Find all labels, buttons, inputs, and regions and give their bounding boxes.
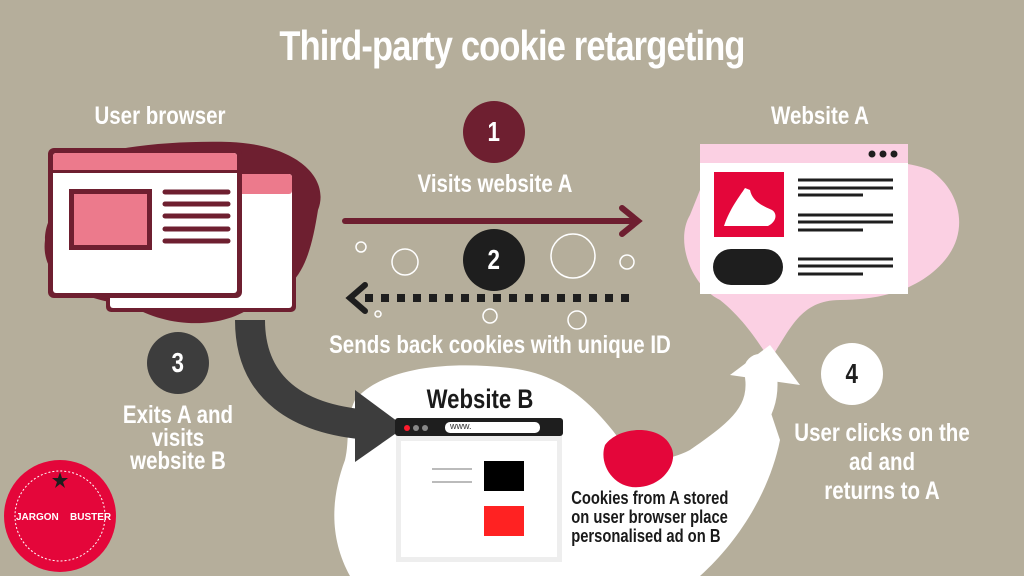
cookie-icons xyxy=(355,233,635,330)
step-3-badge: 3 xyxy=(147,332,209,394)
website-a-window xyxy=(700,144,908,294)
arrow-cookies-return xyxy=(345,282,629,314)
website-b-window xyxy=(395,418,563,562)
step-4-badge: 4 xyxy=(821,343,883,405)
step-1-badge: 1 xyxy=(463,101,525,163)
arrow-visit-website-a xyxy=(342,205,643,237)
step-1-text: Visits website A xyxy=(417,170,573,198)
step-2-text: Sends back cookies with unique ID xyxy=(329,331,671,359)
website-b-label: Website B xyxy=(426,384,534,414)
website-a-label: Website A xyxy=(771,102,869,130)
page-title: Third-party cookie retargeting xyxy=(279,22,745,69)
ad-sneaker-blob xyxy=(603,430,674,488)
browser-window-front xyxy=(48,148,242,298)
logo-text-left: JARGON xyxy=(16,512,59,523)
logo-text-right: BUSTER xyxy=(70,512,112,523)
sneaker-icon xyxy=(724,188,776,226)
user-browser-label: User browser xyxy=(94,102,226,130)
arrow-return-to-a xyxy=(674,354,778,486)
jargon-buster-logo xyxy=(4,460,116,572)
step-2-badge: 2 xyxy=(463,229,525,291)
arrow-to-website-b xyxy=(235,319,372,440)
url-bar-text: www. xyxy=(450,421,472,431)
